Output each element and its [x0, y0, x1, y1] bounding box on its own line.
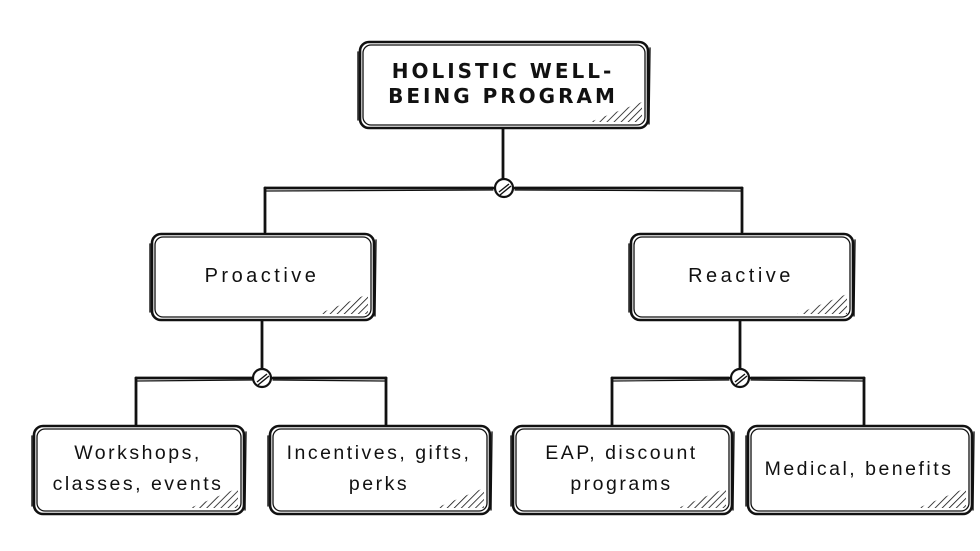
box-incentives [267, 424, 493, 516]
proactive-label: Proactive [204, 264, 320, 287]
connectors [134, 127, 866, 427]
junctions [251, 177, 751, 389]
reactive-label: Reactive [688, 264, 794, 287]
node-root: HOLISTIC WELL-BEING PROGRAM [358, 40, 648, 128]
node-incentives: Incentives, gifts, perks [268, 424, 490, 514]
box-reactive [628, 232, 856, 322]
node-workshops: Workshops, classes, events [32, 424, 244, 514]
box-workshops [31, 424, 247, 516]
node-medical: Medical, benefits [746, 424, 972, 514]
node-proactive: Proactive [150, 232, 374, 320]
box-medical [745, 424, 975, 516]
root-label: HOLISTIC WELL-BEING PROGRAM [388, 59, 618, 108]
box-eap [510, 424, 735, 516]
eap-label: EAP, discount programs [545, 442, 698, 495]
junction-circle-root [493, 177, 515, 199]
incentives-label: Incentives, gifts, perks [286, 442, 472, 495]
workshops-label: Workshops, classes, events [52, 442, 224, 495]
junction-circle-reactive [729, 367, 751, 389]
box-proactive [149, 232, 377, 322]
medical-label: Medical, benefits [764, 457, 954, 480]
junction-circle-proactive [251, 367, 273, 389]
box-root [357, 40, 651, 130]
node-eap: EAP, discount programs [511, 424, 732, 514]
node-reactive: Reactive [629, 232, 853, 320]
node-boxes [31, 40, 975, 516]
